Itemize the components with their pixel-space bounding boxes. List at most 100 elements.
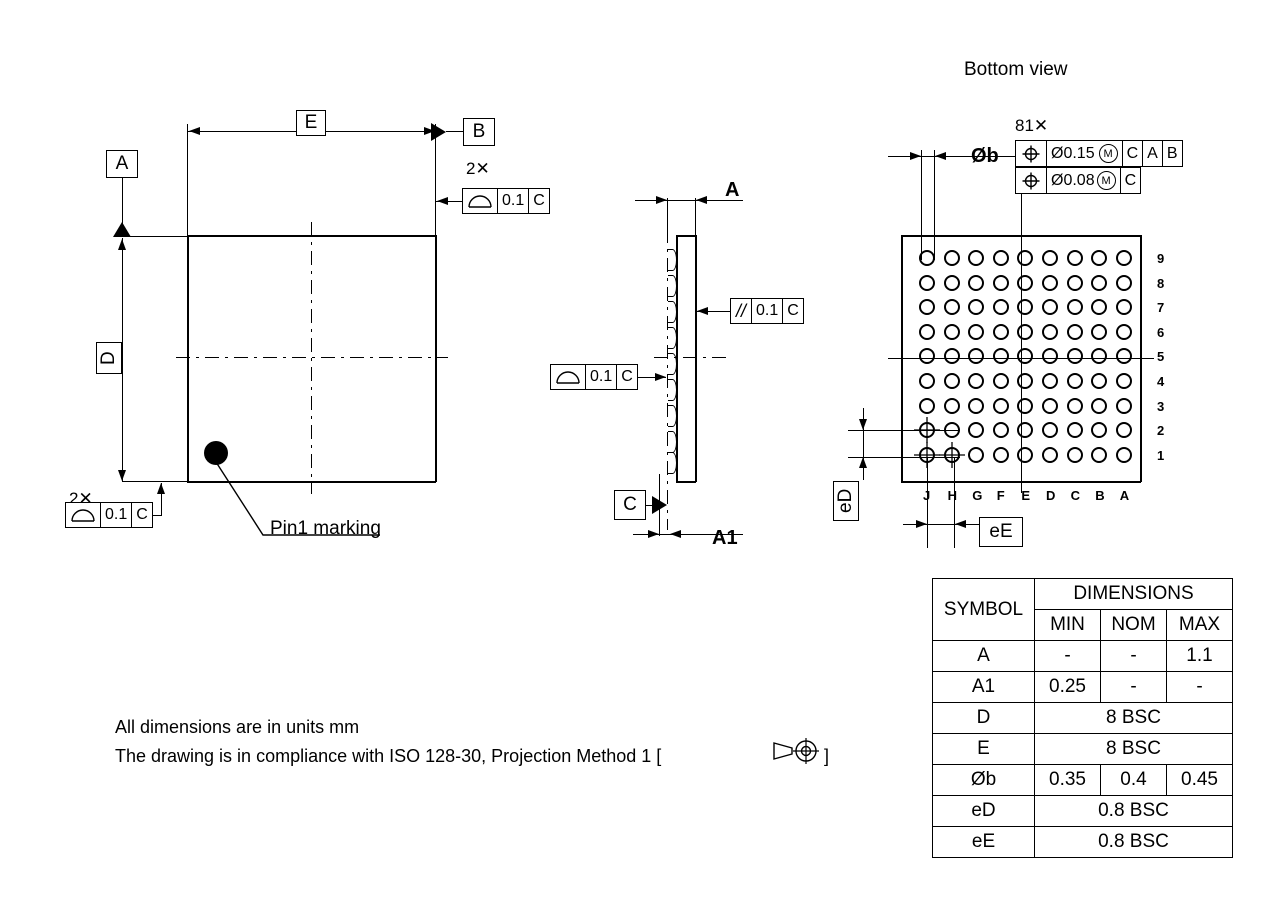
ball-F1	[992, 446, 1009, 463]
row-label-6: 6	[1157, 324, 1165, 340]
dim-d-line	[122, 238, 123, 481]
ball-H3	[943, 397, 960, 414]
dim-ed-label: eD	[833, 481, 859, 521]
ball-H5	[943, 348, 960, 365]
row-value-E: 8 BSC	[1034, 733, 1233, 765]
ball-crosshair-H1	[938, 441, 965, 468]
datum-b-triangle	[431, 123, 446, 141]
fcf-parallel-leader-arrow	[697, 307, 708, 315]
dim-a1-line	[633, 534, 743, 535]
ball-C3	[1066, 397, 1083, 414]
ball-D2	[1042, 422, 1058, 439]
ball-G8	[968, 274, 985, 291]
dim-a1-arrow-left	[648, 530, 659, 538]
pin1-marking-dot	[204, 441, 228, 465]
ball-C4	[1066, 373, 1083, 389]
ball-B5	[1091, 348, 1108, 365]
dim-e-arrow-left	[189, 127, 200, 135]
row-A1-max: -	[1166, 671, 1233, 703]
ball-C6	[1066, 323, 1083, 340]
ball-E6	[1017, 323, 1034, 340]
ball-G5	[968, 348, 985, 365]
dim-d-label: D	[96, 342, 122, 374]
ball-G1	[968, 446, 985, 463]
dim-ee-arrow-left	[916, 520, 927, 528]
side-view-ball-bump	[668, 405, 677, 427]
ball-E5	[1017, 348, 1034, 365]
row-label-9: 9	[1157, 251, 1165, 266]
column-label-G: G	[972, 488, 983, 503]
header-symbol: SYMBOL	[932, 578, 1035, 641]
row-A-min: -	[1034, 640, 1101, 672]
datum-a-leader	[122, 178, 123, 224]
fcf-bottom-tolerance: 0.1	[101, 503, 133, 527]
ball-F5	[992, 348, 1009, 365]
fcf-parallelism: // 0.1 C	[730, 298, 804, 324]
row-symbol-eD: eD	[932, 795, 1035, 827]
dimensions-table-head: SYMBOL DIMENSIONS MIN NOM MAX	[932, 578, 1233, 641]
ball-F6	[992, 323, 1009, 340]
ball-A8	[1115, 274, 1132, 291]
fcf-position-row-2: Ø0.08 M C	[1015, 167, 1142, 194]
ball-B7	[1091, 299, 1108, 316]
fcf-side-profile-tolerance: 0.1	[586, 365, 618, 389]
profile-of-surface-icon	[463, 189, 498, 213]
ball-D6	[1042, 323, 1058, 340]
side-view-ball-bump	[668, 431, 677, 453]
pin1-leader-line	[215, 461, 380, 536]
table-header-row-2: MIN NOM MAX	[933, 609, 1233, 641]
column-label-F: F	[996, 488, 1005, 503]
dim-d-arrow-bottom	[118, 470, 126, 481]
fcf-position-1-datum-a: A	[1143, 141, 1163, 166]
ball-J7	[919, 299, 935, 316]
bottom-view-vertical-centerline	[1021, 188, 1022, 493]
ball-A3	[1115, 397, 1132, 414]
fcf-side-profile-leader-arrow	[655, 373, 666, 381]
dim-ee-arrow-right	[955, 520, 966, 528]
ball-J8	[919, 274, 935, 291]
row-Øb-max: 0.45	[1166, 764, 1233, 796]
row-symbol-A: A	[932, 640, 1035, 672]
row-value-D: 8 BSC	[1034, 702, 1233, 734]
ball-G2	[968, 422, 985, 439]
ball-D7	[1042, 299, 1058, 316]
ball-D8	[1042, 274, 1058, 291]
ball-H8	[943, 274, 960, 291]
ball-E3	[1017, 397, 1034, 414]
column-label-C: C	[1070, 488, 1080, 503]
ball-J6	[919, 323, 935, 340]
fcf-profile-side: 0.1 C	[550, 364, 638, 390]
dim-a-ext-left	[667, 198, 668, 236]
ball-G3	[968, 397, 985, 414]
ball-D5	[1042, 348, 1058, 365]
dim-ob-arrow-left	[910, 152, 921, 160]
row-symbol-E: E	[932, 733, 1035, 765]
top-view-horizontal-centerline	[176, 357, 448, 358]
row-Øb-min: 0.35	[1034, 764, 1101, 796]
dim-ob-label: Øb	[971, 145, 999, 167]
dim-ob-arrow-right	[935, 152, 946, 160]
ball-E9	[1017, 250, 1034, 266]
header-dimensions: DIMENSIONS	[1034, 578, 1233, 610]
datum-a-ext-line	[122, 236, 188, 237]
column-label-B: B	[1095, 488, 1105, 503]
ball-C1	[1066, 446, 1083, 463]
fcf-position-1-tolerance: Ø0.15 M	[1047, 141, 1123, 166]
ball-B4	[1091, 373, 1108, 389]
table-row: A--1.1	[932, 640, 1233, 672]
header-min: MIN	[1034, 609, 1101, 641]
dim-a-arrow-left	[656, 196, 667, 204]
fcf-bottom-datum: C	[136, 506, 148, 523]
row-label-7: 7	[1157, 300, 1165, 316]
ball-C2	[1066, 422, 1083, 439]
pin1-marking-label: Pin1 marking	[270, 518, 381, 539]
ball-J3	[919, 397, 935, 414]
fcf-parallel-tolerance: 0.1	[752, 299, 784, 323]
side-view-body-left	[676, 235, 678, 482]
bottom-view-title: Bottom view	[964, 59, 1068, 80]
